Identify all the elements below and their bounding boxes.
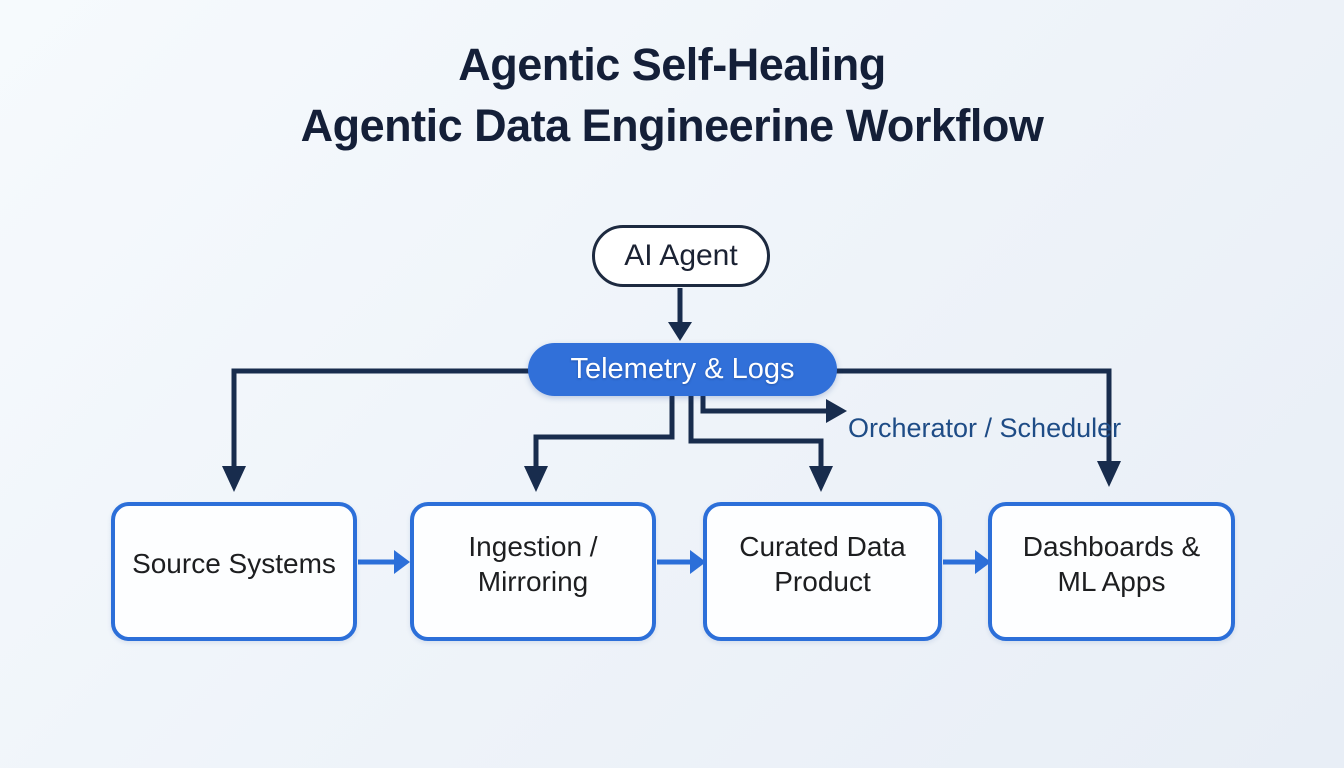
- orchestrator-scheduler-label: Orcherator / Scheduler: [848, 413, 1122, 443]
- node-curated-data-product: Curated Data Product: [703, 502, 942, 641]
- arrow-telemetry-to-dashboards: [835, 368, 1112, 463]
- arrowhead-telemetry-to-orchestrator: [826, 399, 847, 423]
- arrowhead-source-to-ingestion: [394, 550, 410, 574]
- dashboards-ml-apps-label: Dashboards & ML Apps: [1022, 530, 1201, 597]
- node-ai-agent: AI Agent: [592, 225, 770, 287]
- arrow-telemetry-to-ingestion: [533, 394, 675, 468]
- title-line-2: Agentic Data Engineerine Workflow: [300, 100, 1044, 151]
- node-source-systems: Source Systems: [111, 502, 357, 641]
- arrow-telemetry-to-orchestrator: [700, 394, 826, 414]
- node-telemetry-logs: Telemetry & Logs: [528, 343, 837, 396]
- arrowhead-agent-to-telemetry: [668, 322, 692, 341]
- arrowhead-telemetry-to-dashboards: [1097, 461, 1121, 487]
- curated-data-product-label: Curated Data Product: [739, 530, 906, 597]
- title-line-1: Agentic Self-Healing: [458, 39, 886, 90]
- node-dashboards-ml-apps: Dashboards & ML Apps: [988, 502, 1235, 641]
- arrowhead-telemetry-to-curated: [809, 466, 833, 492]
- arrowhead-telemetry-to-ingestion: [524, 466, 548, 492]
- source-systems-label: Source Systems: [132, 548, 336, 579]
- arrowhead-ingestion-to-curated: [690, 550, 706, 574]
- ingestion-mirroring-label: Ingestion / Mirroring: [468, 530, 598, 597]
- arrowhead-curated-to-dashboards: [975, 550, 991, 574]
- arrow-telemetry-to-curated: [688, 394, 824, 468]
- ai-agent-label: AI Agent: [624, 239, 738, 272]
- page-title: Agentic Self-Healing Agentic Data Engine…: [0, 34, 1344, 156]
- arrow-telemetry-to-source: [231, 368, 530, 468]
- arrowhead-telemetry-to-source: [222, 466, 246, 492]
- telemetry-logs-label: Telemetry & Logs: [570, 353, 795, 385]
- node-ingestion-mirroring: Ingestion / Mirroring: [410, 502, 656, 641]
